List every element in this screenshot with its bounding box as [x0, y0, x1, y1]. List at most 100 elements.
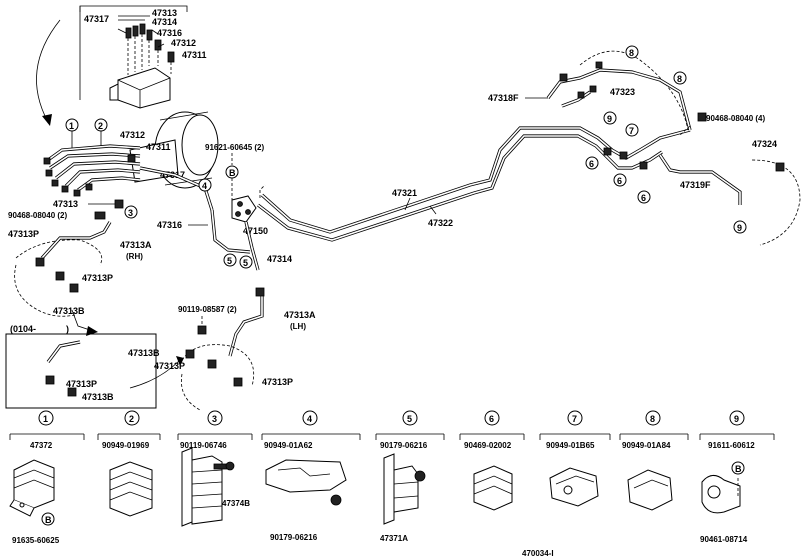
legend-callout-6-num: 6 [489, 414, 494, 424]
legend-sub-4: 90179-06216 [270, 533, 318, 542]
label-47150: 47150 [243, 226, 268, 236]
legend-sub-9: 90461-08714 [700, 535, 748, 544]
left-pipe-bundle [43, 144, 141, 197]
label-47312: 47312 [120, 130, 145, 140]
callout-3-main-num: 3 [128, 208, 133, 218]
legend-callout-5 [402, 410, 418, 426]
callout-9-b [733, 220, 747, 234]
label-47319F: 47319F [680, 180, 711, 190]
label-variant-close: ) [66, 324, 69, 334]
label-47316-top: 47316 [157, 28, 182, 38]
label-47313P-lh-a: 47313P [154, 361, 185, 371]
legend-callout-3 [207, 410, 223, 426]
label-47313P-variant: 47313P [66, 379, 97, 389]
callout-1-main-num: 1 [69, 121, 74, 131]
label-lh: (LH) [290, 322, 306, 331]
callout-2-main-num: 2 [98, 121, 103, 131]
label-47317-top: 47317 [84, 14, 109, 24]
legend-callout-7-num: 7 [572, 414, 577, 424]
legend-part-9: 91611-60612 [708, 441, 755, 450]
legend-sub-5: 47371A [380, 534, 408, 543]
legend-callout-1-num: 1 [43, 414, 48, 424]
callout-7-num: 7 [629, 126, 634, 136]
bolt-90468-right [697, 112, 707, 122]
legend-sub-3: 47374B [222, 499, 250, 508]
label-47316: 47316 [157, 220, 182, 230]
label-47311: 47311 [146, 142, 171, 152]
legend-callout-9 [729, 410, 745, 426]
detail-arrow-head [42, 114, 52, 126]
callout-4-main-num: 4 [202, 181, 207, 191]
label-bolt-90119: 90119-08587 (2) [178, 305, 237, 314]
callout-6-b [613, 173, 627, 187]
diagram-code: 470034-I [522, 549, 554, 558]
callout-6-c [637, 190, 651, 204]
legend-callout-6 [484, 410, 500, 426]
b-mark-main-text: B [229, 168, 236, 178]
legend-part-7: 90949-01B65 [546, 441, 595, 450]
clamp-5 [383, 453, 426, 525]
label-47322: 47322 [428, 218, 453, 228]
legend-part-8: 90949-01A84 [622, 441, 671, 450]
clamp-7 [549, 467, 599, 507]
callout-8-a [625, 45, 639, 59]
label-47321: 47321 [392, 188, 417, 198]
clamp-9 [701, 475, 741, 514]
legend-callout-2 [124, 410, 140, 426]
master-cylinder [129, 111, 219, 189]
legend-callout-8 [645, 410, 661, 426]
callout-7 [625, 123, 639, 137]
legend-sub-1: 91635-60625 [12, 536, 60, 545]
label-47314: 47314 [267, 254, 292, 264]
variant-box [5, 309, 184, 409]
label-47313P-rh-top: 47313P [8, 229, 39, 239]
legend-callout-3-num: 3 [212, 414, 217, 424]
proportioning-valve-47150 [231, 195, 257, 223]
callout-6-b-num: 6 [617, 176, 622, 186]
callout-5-a [223, 253, 237, 267]
label-47314-top: 47314 [152, 17, 177, 27]
legend-part-2: 90949-01969 [102, 441, 150, 450]
legend-part-5: 90179-06216 [380, 441, 428, 450]
front-lh-hose [181, 287, 265, 411]
label-47313A-rh: 47313A [120, 240, 152, 250]
parts-legend: 14737291635-60625290949-01969390119-0674… [9, 410, 775, 545]
clamp-4 [265, 459, 347, 506]
fitting-47324 [775, 162, 785, 172]
legend-callout-4 [302, 410, 318, 426]
legend-part-1: 47372 [30, 441, 53, 450]
label-47313P-rh: 47313P [82, 273, 113, 283]
fitting-47313 [114, 199, 124, 209]
label-clip-91621: 91621-60645 (2) [205, 143, 264, 152]
actuator-detail [79, 5, 188, 109]
callout-9-a [603, 111, 617, 125]
label-47318F: 47318F [488, 93, 519, 103]
rear-right-lines [603, 128, 691, 170]
legend-part-6: 90469-02002 [464, 441, 512, 450]
callout-6-a-num: 6 [589, 159, 594, 169]
legend-callout-7 [567, 410, 583, 426]
legend-part-4: 90949-01A62 [264, 441, 313, 450]
legend-callout-8-num: 8 [650, 414, 655, 424]
label-bolt-90468-left: 90468-08040 (2) [8, 211, 67, 220]
bolt-90468-left [94, 211, 106, 220]
label-rh: (RH) [126, 252, 143, 261]
label-47313B-variant: 47313B [82, 392, 114, 402]
front-rh-hose [14, 221, 112, 317]
clamp-8 [627, 469, 673, 511]
legend-callout-4-num: 4 [307, 414, 312, 424]
legend-b-mark-1 [41, 512, 55, 526]
label-47323: 47323 [610, 87, 635, 97]
callout-9-b-num: 9 [737, 223, 742, 233]
legend-b-mark-9 [731, 461, 745, 475]
callout-8-b [673, 71, 687, 85]
legend-part-3: 90119-06746 [180, 441, 227, 450]
label-47313-top: 47313 [152, 8, 177, 18]
rear-brake-lines [257, 126, 614, 242]
label-47313B-rh: 47313B [53, 306, 85, 316]
legend-callout-5-num: 5 [407, 414, 412, 424]
clamp-3 [181, 447, 235, 527]
callout-8-b-num: 8 [677, 74, 682, 84]
label-47313A-lh: 47313A [284, 310, 316, 320]
rear-upper-lines [546, 50, 692, 131]
